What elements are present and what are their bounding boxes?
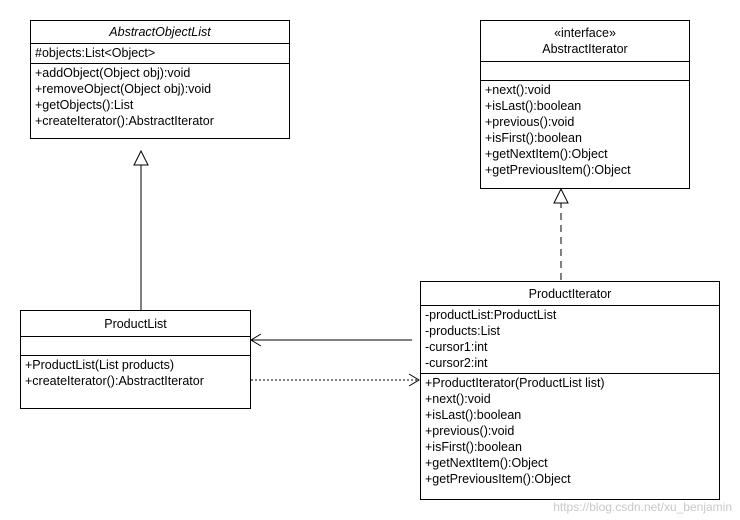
attribute: #objects:List<Object> xyxy=(35,46,156,60)
stereotype: «interface» xyxy=(554,26,616,40)
operation: +isFirst():boolean xyxy=(425,440,522,454)
class-name: AbstractObjectList xyxy=(109,25,211,39)
attribute: -cursor2:int xyxy=(425,356,488,370)
operation: +getNextItem():Object xyxy=(485,147,608,161)
operation: +getObjects():List xyxy=(35,98,134,112)
operation: +previous():void xyxy=(425,424,515,438)
class-name: ProductIterator xyxy=(528,287,612,301)
operation: +ProductIterator(ProductList list) xyxy=(425,376,605,390)
operation: +getPreviousItem():Object xyxy=(425,472,571,486)
operation: +removeObject(Object obj):void xyxy=(35,82,212,96)
operation: +createIterator():AbstractIterator xyxy=(35,114,214,128)
attributes-section xyxy=(21,336,250,355)
class-abstract-iterator: «interface» AbstractIterator +next():voi… xyxy=(480,20,690,189)
operation: +getNextItem():Object xyxy=(425,456,548,470)
realization-arrowhead xyxy=(553,187,569,204)
operation: +addObject(Object obj):void xyxy=(35,66,191,80)
operations-section: +addObject(Object obj):void +removeObjec… xyxy=(31,63,289,131)
operations-section: +next():void +isLast():boolean +previous… xyxy=(481,80,689,180)
operation: +ProductList(List products) xyxy=(25,358,175,372)
attribute: -cursor1:int xyxy=(425,340,488,354)
attributes-section: -productList:ProductList -products:List … xyxy=(421,305,719,373)
operations-section: +ProductIterator(ProductList list) +next… xyxy=(421,373,719,489)
operation: +getPreviousItem():Object xyxy=(485,163,631,177)
operation: +isFirst():boolean xyxy=(485,131,582,145)
class-name: AbstractIterator xyxy=(542,42,628,56)
operation: +isLast():boolean xyxy=(425,408,522,422)
operation: +isLast():boolean xyxy=(485,99,582,113)
operations-section: +ProductList(List products) +createItera… xyxy=(21,355,250,391)
operation: +createIterator():AbstractIterator xyxy=(25,374,204,388)
association-arrowhead xyxy=(250,333,262,347)
attribute: -productList:ProductList xyxy=(425,308,557,322)
dependency-arrowhead xyxy=(408,373,420,387)
attributes-section xyxy=(481,61,689,80)
class-product-list: ProductList +ProductList(List products) … xyxy=(20,310,251,409)
class-name: ProductList xyxy=(104,317,167,331)
operation: +next():void xyxy=(485,83,551,97)
generalization-arrowhead xyxy=(133,149,149,166)
attribute: -products:List xyxy=(425,324,501,338)
watermark: https://blog.csdn.net/xu_benjamin xyxy=(553,500,732,514)
class-abstract-object-list: AbstractObjectList #objects:List<Object>… xyxy=(30,20,290,139)
class-product-iterator: ProductIterator -productList:ProductList… xyxy=(420,281,720,500)
attributes-section: #objects:List<Object> xyxy=(31,43,289,63)
class-header: «interface» AbstractIterator xyxy=(481,21,689,61)
operation: +previous():void xyxy=(485,115,575,129)
operation: +next():void xyxy=(425,392,491,406)
